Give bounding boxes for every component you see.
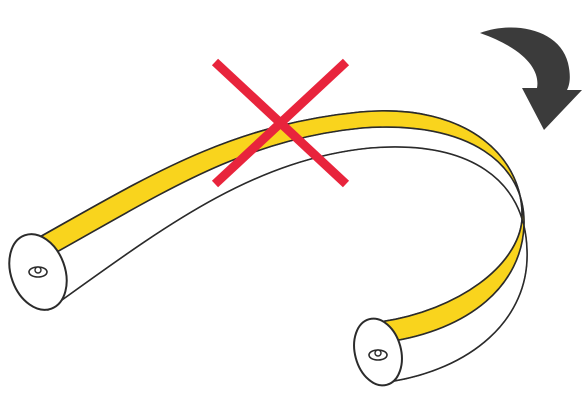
connector-keyhole-icon <box>28 266 48 278</box>
prohibited-x-mark-icon <box>211 58 350 188</box>
left-end-cap <box>8 233 68 311</box>
curved-rotate-arrow-icon <box>480 27 582 131</box>
right-end-cap <box>353 317 403 387</box>
flexible-strip <box>37 110 528 383</box>
connector-keyhole-icon <box>368 349 388 361</box>
